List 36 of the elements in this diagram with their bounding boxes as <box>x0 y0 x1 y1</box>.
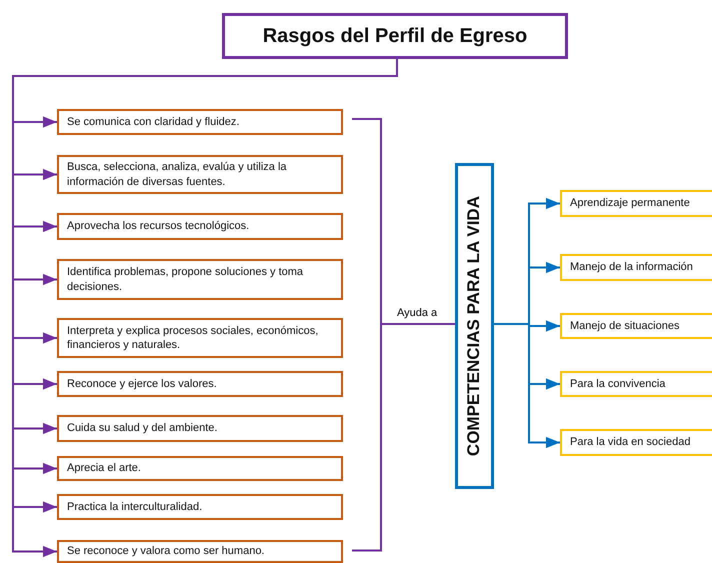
competency-box <box>560 371 712 397</box>
bracket-connector <box>352 323 455 552</box>
node-text: Se comunica con claridad y fluidez. <box>67 114 240 130</box>
trait-box <box>57 371 343 397</box>
edge-label: Ayuda a <box>395 307 440 319</box>
node-text: Cuida su salud y del ambiente. <box>67 421 218 436</box>
competency-box <box>560 190 712 217</box>
node-text: Practica la interculturalidad. <box>67 500 202 514</box>
node-text: Busca, selecciona, analiza, evalúa y utiliza la información de diversas fuentes. <box>67 160 288 189</box>
trait-box <box>57 155 343 194</box>
node-text: Manejo de situaciones <box>570 318 680 334</box>
node-text: Manejo de la información <box>570 260 693 275</box>
trait-box <box>57 109 343 135</box>
vertical-heading: COMPETENCIAS PARA LA VIDA <box>463 196 484 456</box>
node-text: Aprendizaje permanente <box>570 196 690 211</box>
node-text: Identifica problemas, propone soluciones y toma decisiones. <box>67 265 304 294</box>
title-text: Rasgos del Perfil de Egreso <box>262 24 528 49</box>
trait-box <box>57 540 343 563</box>
trait-box <box>57 415 343 442</box>
competency-box <box>560 254 712 281</box>
trait-box <box>57 259 343 300</box>
competency-box <box>560 429 712 456</box>
node-text: Reconoce y ejerce los valores. <box>67 376 217 392</box>
trait-box <box>57 213 343 240</box>
trait-box <box>57 318 343 358</box>
trait-box <box>57 456 343 481</box>
node-text: Se reconoce y valora como ser humano. <box>67 544 264 559</box>
competency-box <box>560 313 712 339</box>
node-text: Para la vida en sociedad <box>570 435 690 450</box>
node-text: Aprovecha los recursos tecnológicos. <box>67 219 250 234</box>
node-text: Interpreta y explica procesos sociales, económicos, financieros y naturales. <box>67 324 320 352</box>
vertical-box <box>455 163 494 489</box>
trait-box <box>57 494 343 520</box>
node-text: Para la convivencia <box>570 376 666 392</box>
node-text: Aprecia el arte. <box>67 461 141 476</box>
title-box <box>222 13 568 59</box>
